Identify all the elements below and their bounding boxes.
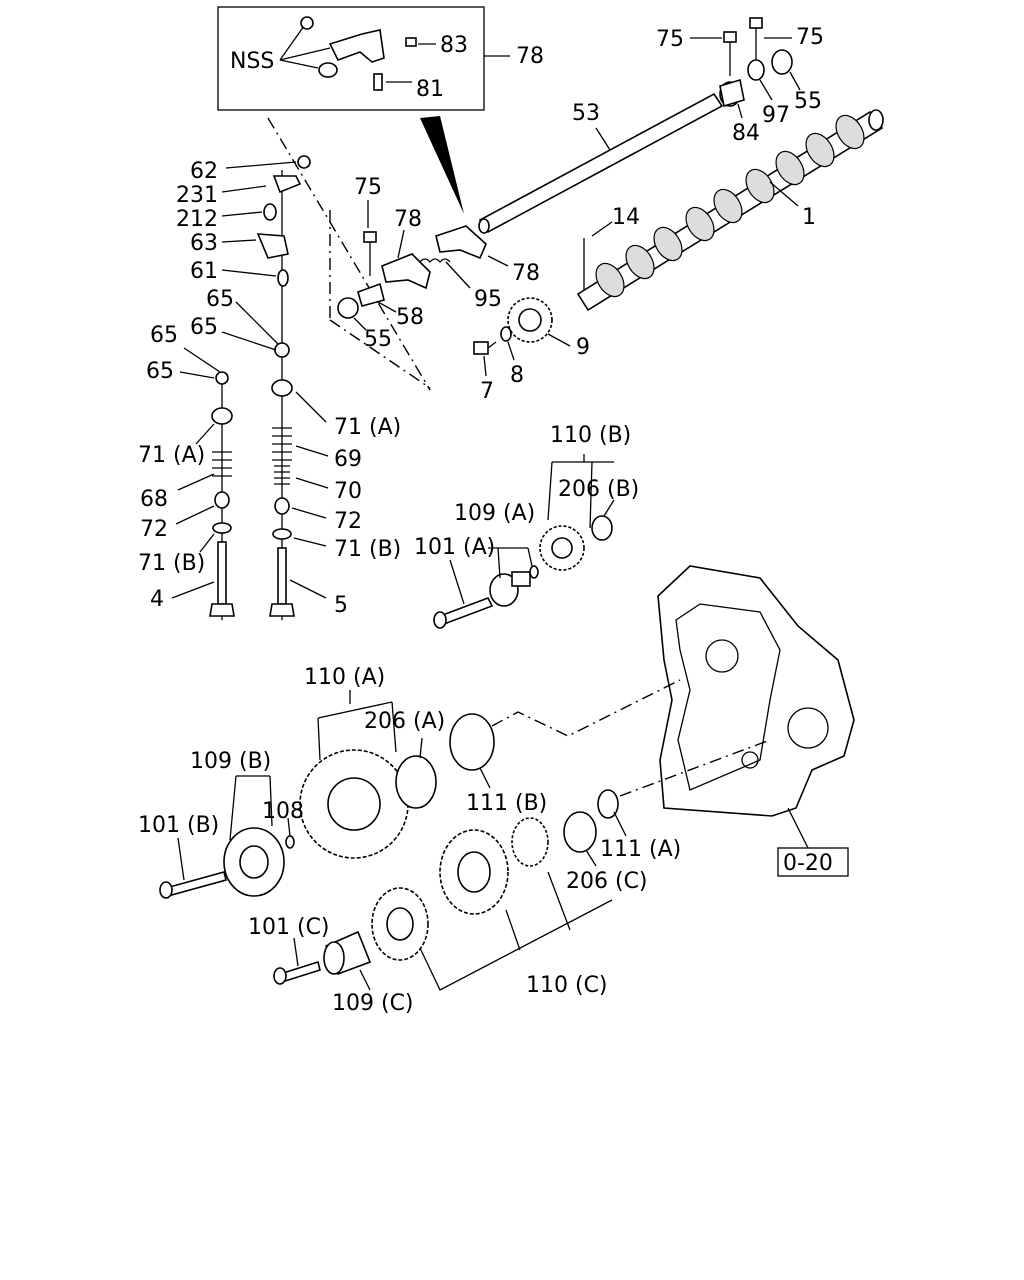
label-69: 69 — [334, 447, 362, 472]
label-108: 108 — [262, 799, 304, 824]
rocker-shaft-group: 53 84 75 75 97 55 — [478, 17, 824, 234]
label-65-c: 65 — [150, 323, 178, 348]
label-55-top: 55 — [794, 89, 822, 114]
label-110c: 110 (C) — [526, 973, 608, 998]
label-7: 7 — [480, 379, 494, 404]
label-101a: 101 (A) — [414, 535, 495, 560]
camshaft: 1 14 — [576, 109, 884, 312]
label-62: 62 — [190, 159, 218, 184]
timing-case: 0-20 — [657, 565, 855, 877]
idler-gear-c-group: 111 (A) 206 (C) 110 (C) 109 (C) 101 (C) — [248, 789, 681, 1016]
label-75-b: 75 — [796, 25, 824, 50]
label-71a-right: 71 (A) — [334, 415, 401, 440]
label-63: 63 — [190, 231, 218, 256]
label-97: 97 — [762, 103, 790, 128]
label-4: 4 — [150, 587, 164, 612]
label-206b: 206 (B) — [558, 477, 639, 502]
label-95: 95 — [474, 287, 502, 312]
nss-inset-box: NSS 83 81 78 — [217, 6, 544, 111]
cam-gear-group: 9 8 7 — [473, 297, 590, 404]
label-101c: 101 (C) — [248, 915, 330, 940]
valve-train-left: 65 65 71 (A) 68 72 71 (B) 4 — [138, 323, 235, 620]
label-8: 8 — [510, 363, 524, 388]
pointer-wedge — [420, 116, 464, 214]
idler-gear-b-group: 110 (B) 206 (B) 109 (A) 101 (A) — [414, 423, 639, 629]
label-71a-left: 71 (A) — [138, 443, 205, 468]
label-14: 14 — [612, 205, 640, 230]
label-55-mid: 55 — [364, 327, 392, 352]
label-110a: 110 (A) — [304, 665, 385, 690]
valve-train-right: 62 231 212 63 61 65 65 71 (A) 69 70 72 7… — [176, 155, 401, 620]
guide-line-b — [619, 739, 771, 797]
guide-line-a — [491, 679, 681, 737]
label-72-left: 72 — [140, 517, 168, 542]
label-65-a: 65 — [206, 287, 234, 312]
label-109b: 109 (B) — [190, 749, 271, 774]
label-65-d: 65 — [146, 359, 174, 384]
label-78-inset: 78 — [516, 44, 544, 69]
label-110b: 110 (B) — [550, 423, 631, 448]
label-78-mid: 78 — [394, 207, 422, 232]
label-83: 83 — [440, 33, 468, 58]
label-109a: 109 (A) — [454, 501, 535, 526]
label-231: 231 — [176, 183, 218, 208]
label-58: 58 — [396, 305, 424, 330]
label-101b: 101 (B) — [138, 813, 219, 838]
idler-gear-a-group: 110 (A) 206 (A) 111 (B) 109 (B) 108 101 … — [138, 665, 547, 899]
reference-box: 0-20 — [783, 851, 833, 876]
nss-label: NSS — [230, 49, 274, 74]
label-109c: 109 (C) — [332, 991, 414, 1016]
label-71b-right: 71 (B) — [334, 537, 401, 562]
label-206a: 206 (A) — [364, 709, 445, 734]
label-78-right: 78 — [512, 261, 540, 286]
label-61: 61 — [190, 259, 218, 284]
label-212: 212 — [176, 207, 218, 232]
label-53: 53 — [572, 101, 600, 126]
label-68: 68 — [140, 487, 168, 512]
label-81: 81 — [416, 77, 444, 102]
label-111a: 111 (A) — [600, 837, 681, 862]
label-75-a: 75 — [656, 27, 684, 52]
label-70: 70 — [334, 479, 362, 504]
label-65-b: 65 — [190, 315, 218, 340]
label-9: 9 — [576, 335, 590, 360]
label-71b-left: 71 (B) — [138, 551, 205, 576]
rocker-arm-group: 75 78 78 95 58 55 — [267, 117, 540, 391]
label-75-mid: 75 — [354, 175, 382, 200]
label-1: 1 — [802, 205, 816, 230]
label-72-right: 72 — [334, 509, 362, 534]
label-5: 5 — [334, 593, 348, 618]
label-84: 84 — [732, 121, 760, 146]
label-111b: 111 (B) — [466, 791, 547, 816]
label-206c: 206 (C) — [566, 869, 648, 894]
